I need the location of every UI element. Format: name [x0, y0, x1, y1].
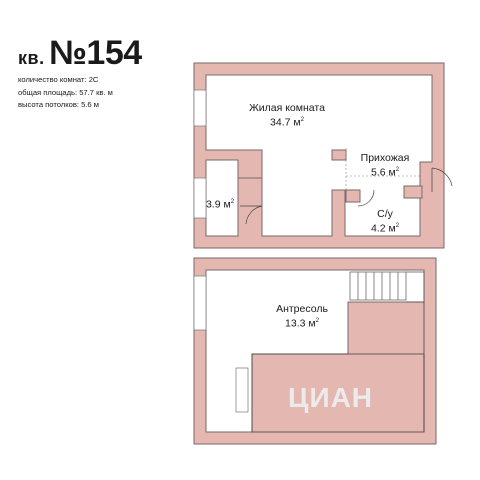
room-hall-label: Прихожая 5.6 м2	[350, 152, 420, 179]
room-bath-area-value: 4.2 м	[370, 222, 396, 235]
room-mezzanine-area-value: 13.3 м	[285, 317, 316, 330]
balcony-door	[240, 205, 263, 225]
spec-rooms: количество комнат: 2С	[18, 74, 113, 87]
room-hall-name: Прихожая	[360, 152, 410, 164]
window-balcony	[193, 177, 207, 219]
apartment-prefix: кв.	[18, 48, 45, 68]
room-balcony-area-value: 3.9 м	[205, 198, 231, 211]
room-mezzanine-area: 13.3 м2	[262, 315, 342, 330]
room-hall-area-sup: 2	[395, 167, 400, 173]
staircase	[349, 271, 425, 303]
entrance-door	[431, 167, 453, 192]
spec-rooms-label: количество комнат:	[18, 75, 89, 84]
apartment-number: №154	[49, 34, 142, 72]
apartment-title: кв. №154	[18, 34, 142, 73]
hall-boundary	[345, 148, 420, 190]
room-bath-label: С/у 4.2 м2	[360, 208, 410, 235]
room-balcony-area-sup: 2	[230, 199, 235, 205]
spec-area: общая площадь: 57.7 кв. м	[18, 87, 113, 100]
room-bath-area: 4.2 м2	[360, 220, 410, 235]
spec-height: высота потолков: 5.6 м	[18, 99, 113, 112]
room-living-name: Жилая комната	[249, 102, 325, 114]
room-living-area-sup: 2	[300, 117, 304, 123]
apartment-specs: количество комнат: 2С общая площадь: 57.…	[18, 74, 113, 112]
room-mezzanine-label: Антресоль 13.3 м2	[262, 303, 342, 330]
room-balcony-area: 3.9 м2	[200, 196, 240, 211]
room-mezzanine-name: Антресоль	[276, 303, 328, 315]
window-mezzanine	[193, 275, 207, 331]
room-hall-area: 5.6 м2	[350, 164, 420, 179]
partition-bath-top	[345, 189, 361, 203]
stair-landing	[406, 271, 425, 303]
room-hall-area-value: 5.6 м	[370, 166, 396, 179]
room-living-label: Жилая комната 34.7 м2	[232, 102, 342, 129]
spec-height-value: 5.6 м	[81, 100, 99, 109]
room-living-area-value: 34.7 м	[270, 116, 301, 129]
mezzanine-plan	[193, 257, 437, 445]
room-bath-area-sup: 2	[395, 223, 400, 229]
spec-area-value: 57.7 кв. м	[79, 87, 113, 97]
watermark: ЦИАН	[288, 382, 374, 413]
room-living-area: 34.7 м2	[232, 114, 342, 129]
spec-rooms-value: 2С	[88, 75, 99, 84]
spec-height-label: высота потолков:	[18, 100, 82, 109]
main-floor-plan	[193, 62, 453, 249]
partition-hall-right	[403, 185, 423, 199]
window-living	[193, 89, 207, 127]
spec-area-label: общая площадь:	[18, 87, 80, 97]
stair-outline	[349, 271, 407, 301]
window-lower	[235, 367, 249, 413]
mezzanine-walls	[193, 257, 437, 445]
room-bath-name: С/у	[377, 208, 393, 220]
partition-hall-top	[331, 149, 347, 161]
room-mezzanine-area-sup: 2	[315, 318, 319, 324]
bath-door	[357, 189, 375, 207]
room-balcony-label: 3.9 м2	[200, 196, 240, 211]
